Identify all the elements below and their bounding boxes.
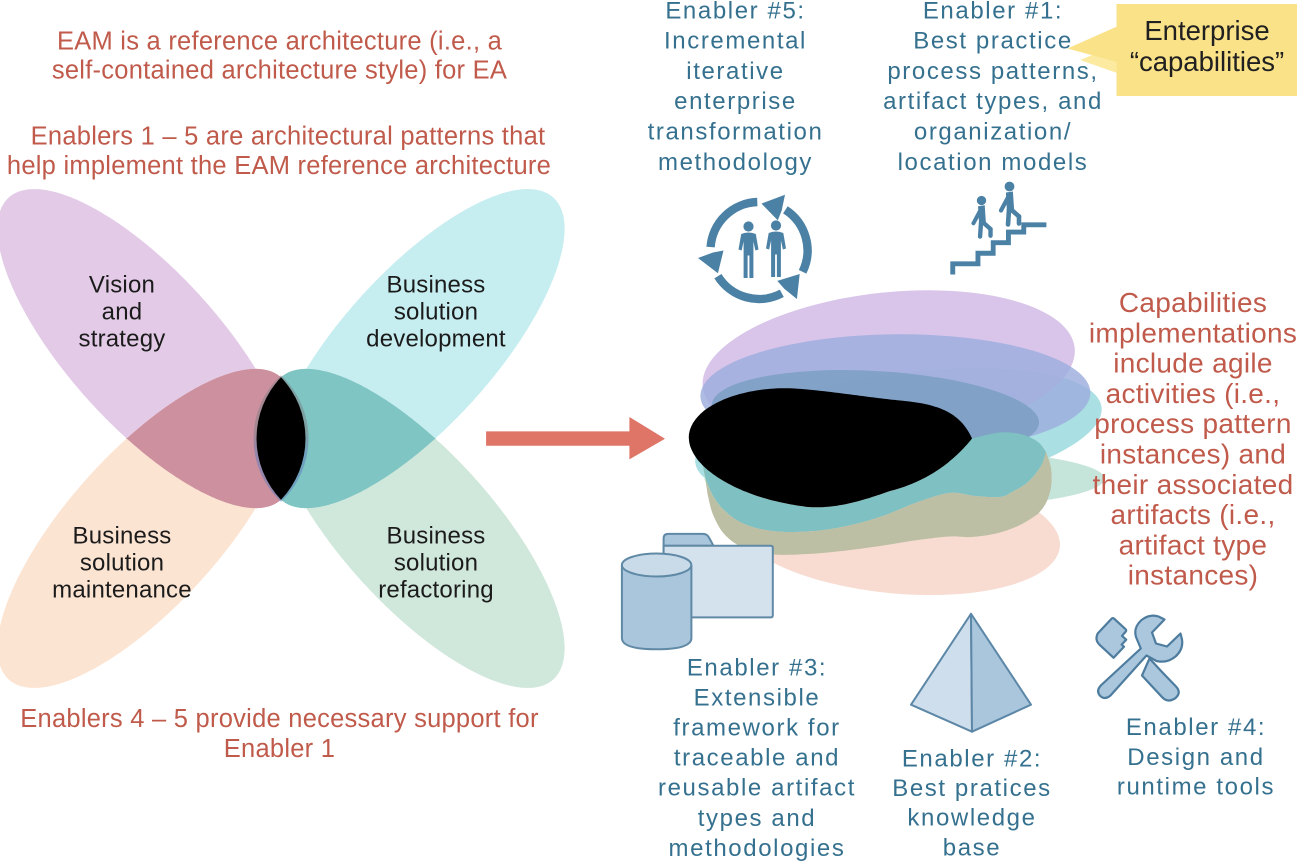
svg-text:Enabler 1: Enabler 1 [224, 735, 335, 763]
svg-text:Vision: Vision [89, 272, 155, 299]
svg-text:EAM is a reference architectur: EAM is a reference architecture (i.e., a [57, 27, 503, 55]
svg-text:activities (i.e.,: activities (i.e., [1106, 378, 1281, 409]
svg-text:enterprise: enterprise [674, 88, 797, 115]
svg-text:Enabler #5:: Enabler #5: [665, 0, 805, 24]
svg-text:transformation: transformation [648, 119, 824, 146]
svg-text:iterative: iterative [686, 58, 784, 85]
svg-text:help implement the EAM referen: help implement the EAM reference archite… [7, 152, 551, 180]
svg-text:runtime tools: runtime tools [1117, 774, 1275, 801]
svg-text:Best practice: Best practice [913, 28, 1073, 55]
svg-text:artifact types, and: artifact types, and [883, 88, 1103, 115]
svg-text:Extensible: Extensible [694, 684, 821, 711]
svg-text:Enabler #3:: Enabler #3: [687, 654, 827, 681]
svg-text:Business: Business [387, 523, 486, 550]
svg-text:organization/: organization/ [914, 119, 1072, 146]
svg-text:Enabler #4:: Enabler #4: [1126, 714, 1266, 741]
svg-text:methodology: methodology [658, 149, 813, 176]
svg-text:solution: solution [394, 550, 478, 577]
svg-text:development: development [366, 326, 506, 353]
svg-text:include agile: include agile [1113, 348, 1273, 379]
svg-text:process pattern: process pattern [1094, 408, 1292, 439]
svg-text:maintenance: maintenance [52, 577, 192, 604]
svg-text:types and: types and [698, 805, 816, 832]
svg-text:Enablers 4 – 5 provide necessa: Enablers 4 – 5 provide necessary support… [20, 705, 539, 733]
svg-text:location models: location models [898, 149, 1089, 176]
svg-text:instances): instances) [1128, 560, 1259, 591]
svg-text:reusable artifact: reusable artifact [658, 775, 856, 802]
svg-text:self-contained architecture st: self-contained architecture style) for E… [52, 57, 507, 85]
svg-text:their associated: their associated [1093, 469, 1294, 500]
svg-text:instances) and: instances) and [1100, 439, 1286, 470]
svg-text:solution: solution [80, 550, 164, 577]
svg-text:refactoring: refactoring [378, 577, 494, 604]
svg-text:and: and [102, 299, 143, 326]
svg-text:process patterns,: process patterns, [887, 58, 1098, 85]
svg-text:artifact type: artifact type [1119, 529, 1268, 560]
svg-text:Business: Business [73, 523, 172, 550]
svg-text:knowledge: knowledge [907, 805, 1036, 832]
svg-text:base: base [943, 834, 1001, 861]
svg-text:“capabilities”: “capabilities” [1130, 46, 1284, 77]
svg-text:Business: Business [387, 272, 486, 299]
svg-text:framework for: framework for [673, 715, 841, 742]
svg-text:Enabler #2:: Enabler #2: [902, 745, 1042, 772]
svg-text:Enterprise: Enterprise [1144, 15, 1269, 46]
svg-text:Best pratices: Best pratices [892, 775, 1052, 802]
svg-text:Incremental: Incremental [664, 28, 807, 55]
svg-text:traceable and: traceable and [674, 745, 840, 772]
svg-text:artifacts (i.e.,: artifacts (i.e., [1110, 499, 1275, 530]
svg-text:strategy: strategy [79, 326, 166, 353]
svg-text:Design and: Design and [1127, 744, 1264, 771]
svg-text:implementations: implementations [1089, 317, 1297, 348]
svg-text:solution: solution [394, 299, 478, 326]
svg-text:Capabilities: Capabilities [1119, 287, 1267, 318]
svg-text:Enablers 1 – 5 are architectur: Enablers 1 – 5 are architectural pattern… [31, 123, 546, 151]
svg-text:Enabler #1:: Enabler #1: [923, 0, 1063, 24]
svg-text:methodologies: methodologies [669, 835, 846, 862]
